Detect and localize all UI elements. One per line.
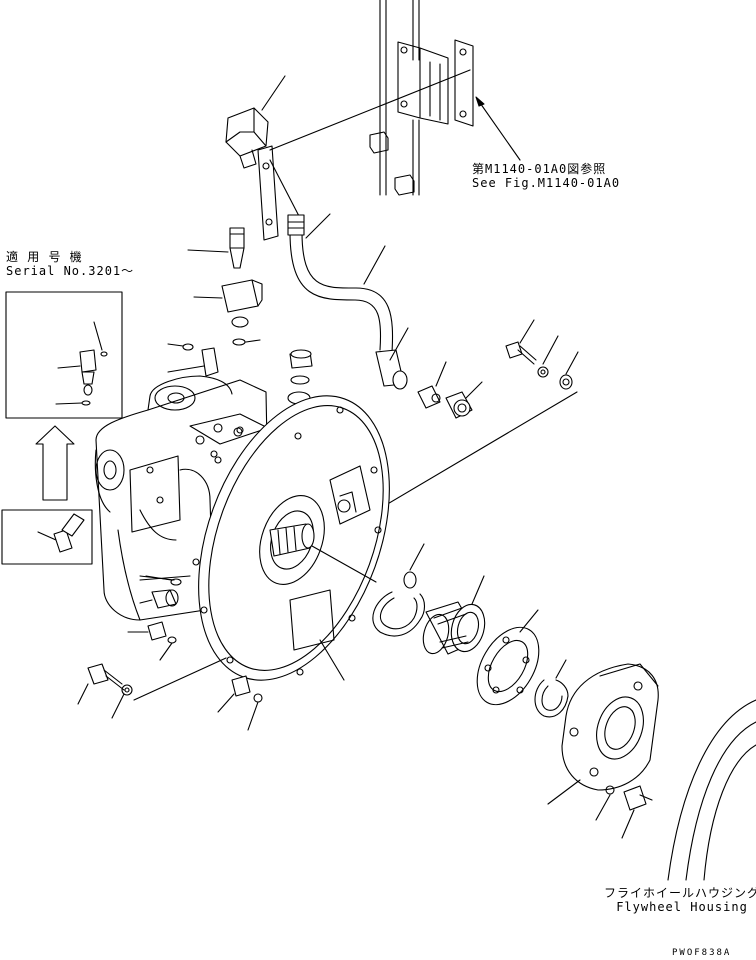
rail-blocks xyxy=(369,131,415,196)
plug-sensor xyxy=(187,227,245,269)
sensor-assembly xyxy=(225,69,471,241)
reference-leader xyxy=(475,96,521,161)
serial-note-en: Serial No.3201～ xyxy=(6,264,135,278)
flange-bolt-left xyxy=(77,663,133,719)
flywheel-note-en: Flywheel Housing xyxy=(616,900,748,914)
elbow-inset xyxy=(1,509,93,565)
reference-note-en: See Fig.M1140-01A0 xyxy=(472,176,621,190)
hydraulic-hose xyxy=(287,213,409,390)
drawing-code: PWOF838A xyxy=(672,948,732,958)
flywheel-note-jp: フライホイールハウジング xyxy=(604,886,756,900)
flywheel-housing xyxy=(667,699,756,881)
bearing-housing xyxy=(547,663,659,805)
serial-inset xyxy=(5,291,123,419)
hose-fittings xyxy=(417,361,483,419)
bolt-washer-nut xyxy=(373,319,579,513)
side-fittings xyxy=(127,575,182,661)
serial-note: 適 用 号 機 Serial No.3201～ xyxy=(6,250,134,278)
coupling xyxy=(422,575,486,655)
pressure-switch xyxy=(193,279,263,346)
snap-ring-2 xyxy=(534,659,569,718)
bearing-ring xyxy=(476,609,540,706)
reference-note: 第M1140-01A0図参照 See Fig.M1140-01A0 xyxy=(472,162,620,190)
flywheel-note: フライホイールハウジング Flywheel Housing xyxy=(604,886,756,914)
top-fittings xyxy=(167,343,313,405)
flange-bolt-bottom xyxy=(217,675,263,731)
serial-note-jp: 適 用 号 機 xyxy=(6,250,83,264)
housing-bolt xyxy=(595,785,653,839)
up-arrow xyxy=(35,425,75,501)
reference-note-jp: 第M1140-01A0図参照 xyxy=(472,162,607,176)
snap-ring xyxy=(372,543,426,637)
flange-leaders xyxy=(133,545,377,701)
bracket-plate xyxy=(397,39,474,127)
frame-rails xyxy=(379,0,420,196)
